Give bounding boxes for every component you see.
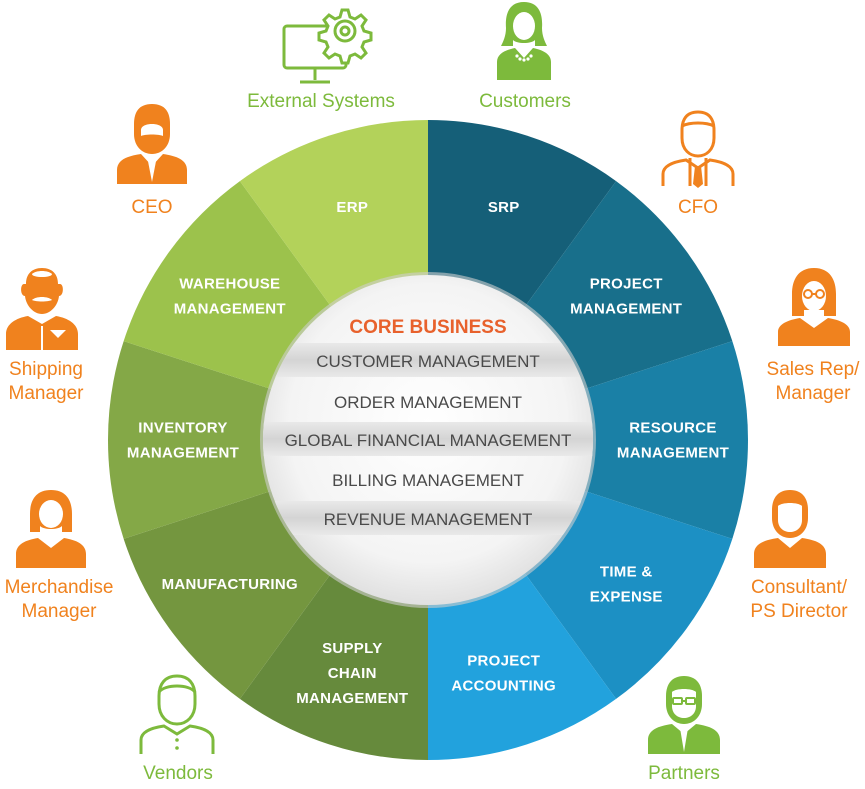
- role-label-line-1: Consultant/: [750, 577, 848, 598]
- role-cfo: CFO: [657, 196, 739, 220]
- role-merchandise-manager: Merchandise Manager: [0, 576, 120, 624]
- segment-label: MANAGEMENT: [617, 445, 729, 462]
- segment-label: ACCOUNTING: [451, 678, 556, 695]
- segment-label: PROJECT: [590, 275, 663, 292]
- core-item-customer-management: CUSTOMER MANAGEMENT: [316, 352, 540, 371]
- woman-glasses-icon: [778, 268, 850, 346]
- bearded-man-icon: [117, 104, 187, 184]
- man-glasses-icon: [648, 676, 720, 754]
- segment-label: MANAGEMENT: [570, 300, 682, 317]
- role-vendors: Vendors: [124, 762, 232, 786]
- role-ceo: CEO: [112, 196, 192, 220]
- man-with-tie-icon: [661, 110, 735, 188]
- segment-label: INVENTORY: [138, 420, 227, 437]
- role-label-line-1: Shipping: [9, 359, 83, 380]
- segment-label: MANAGEMENT: [174, 300, 286, 317]
- man-avatar-icon: [139, 674, 215, 754]
- role-customers: Customers: [464, 90, 586, 114]
- role-label-line-2: Manager: [8, 383, 84, 404]
- segment-label: MANAGEMENT: [127, 445, 239, 462]
- woman-avatar-icon: [497, 2, 551, 80]
- core-business-hub: CORE BUSINESS CUSTOMER MANAGEMENT ORDER …: [260, 272, 596, 608]
- core-item-order-management: ORDER MANAGEMENT: [334, 393, 522, 412]
- role-partners: Partners: [626, 762, 742, 786]
- role-label: Vendors: [143, 763, 213, 784]
- segment-label: ERP: [336, 199, 368, 216]
- role-label-line-1: Sales Rep/: [766, 359, 860, 380]
- worker-icon: [6, 268, 78, 350]
- role-label-line-2: PS Director: [750, 601, 848, 622]
- role-shipping-manager: Shipping Manager: [0, 358, 92, 406]
- man-avatar-icon: [754, 490, 826, 568]
- role-label-line-1: Merchandise: [4, 577, 114, 598]
- role-label: CEO: [131, 197, 173, 218]
- segment-label: CHAIN: [328, 665, 377, 682]
- segment-label: PROJECT: [467, 653, 540, 670]
- segment-label: MANUFACTURING: [162, 576, 298, 593]
- segment-label: SUPPLY: [322, 640, 382, 657]
- computer-gear-icon: [282, 8, 373, 84]
- segment-label: EXPENSE: [590, 589, 663, 606]
- role-consultant-ps-director: Consultant/ PS Director: [736, 576, 862, 624]
- role-external-systems: External Systems: [231, 90, 411, 114]
- role-label: External Systems: [247, 91, 395, 112]
- segment-label: TIME &: [600, 564, 653, 581]
- core-item-billing-management: BILLING MANAGEMENT: [332, 471, 524, 490]
- woman-avatar-icon: [16, 490, 86, 568]
- role-label: Customers: [479, 91, 571, 112]
- core-business-title: CORE BUSINESS: [349, 317, 506, 338]
- role-label-line-2: Manager: [21, 601, 97, 622]
- core-item-revenue-management: REVENUE MANAGEMENT: [324, 510, 533, 529]
- role-label: Partners: [648, 763, 720, 784]
- role-label-line-2: Manager: [775, 383, 851, 404]
- role-sales-rep-manager: Sales Rep/ Manager: [758, 358, 865, 406]
- core-item-global-financial-management: GLOBAL FINANCIAL MANAGEMENT: [285, 431, 572, 450]
- segment-label: WAREHOUSE: [179, 275, 280, 292]
- segment-label: SRP: [488, 199, 520, 216]
- segment-label: RESOURCE: [629, 420, 716, 437]
- role-label: CFO: [677, 197, 719, 218]
- segment-label: MANAGEMENT: [296, 690, 408, 707]
